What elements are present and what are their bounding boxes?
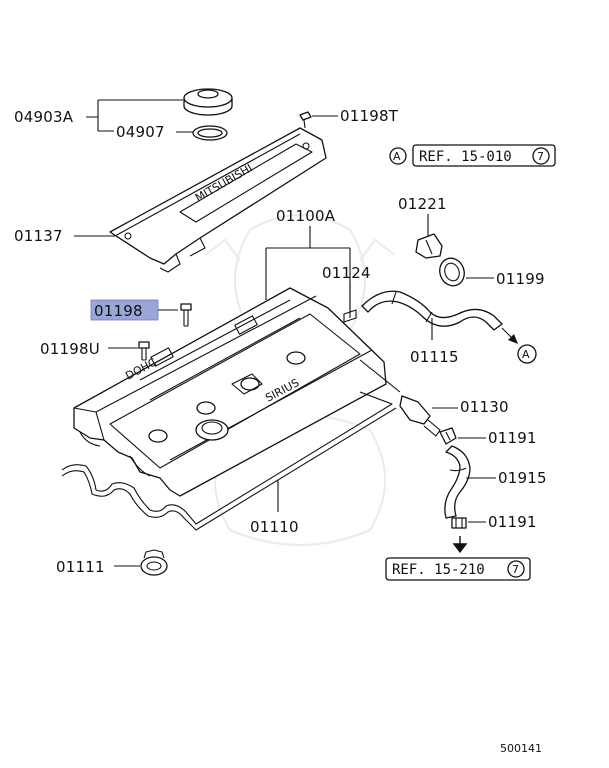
part-label-01191-upper[interactable]: 01191 <box>488 429 537 447</box>
part-label-01198[interactable]: 01198 <box>94 302 143 320</box>
stud <box>343 309 357 323</box>
spark-plug-seal <box>140 549 168 576</box>
pcv-hose <box>444 445 471 519</box>
cover-screw-top <box>299 111 312 129</box>
valve-cover: DOHC SIRIUS <box>73 287 387 497</box>
reference-number-top: 7 <box>537 150 544 163</box>
part-label-01915[interactable]: 01915 <box>498 469 547 487</box>
engine-top-cover: MITSUBISHI <box>109 127 327 273</box>
valve-cover-gasket <box>61 391 397 531</box>
leader-01100A <box>265 226 351 318</box>
part-label-01130[interactable]: 01130 <box>460 398 509 416</box>
leader-04903A <box>86 99 183 132</box>
hose-marker-circle[interactable] <box>517 344 537 364</box>
part-label-01191-lower[interactable]: 01191 <box>488 513 537 531</box>
part-label-01115[interactable]: 01115 <box>410 348 459 366</box>
ventilation-hose <box>361 290 503 331</box>
part-label-04903A[interactable]: 04903A <box>14 108 74 126</box>
reference-number-bottom: 7 <box>512 563 519 576</box>
part-label-01198U[interactable]: 01198U <box>40 340 100 358</box>
pcv-valve <box>399 395 441 437</box>
hose-marker-text: A <box>522 348 530 361</box>
pcv-pointer <box>359 359 401 393</box>
hose-clamp-ring <box>439 257 465 287</box>
reference-text-bottom: REF. 15-210 <box>392 562 485 578</box>
reference-bottom[interactable]: REF. 15-210 7 <box>385 557 531 581</box>
part-label-01111[interactable]: 01111 <box>56 558 105 576</box>
filler-cap-gasket <box>192 125 228 141</box>
cover-bolt <box>180 303 192 327</box>
hose-clip-lower <box>451 517 467 529</box>
part-label-01198T[interactable]: 01198T <box>340 107 399 125</box>
reference-top[interactable]: A REF. 15-010 7 <box>389 144 556 167</box>
part-label-01199[interactable]: 01199 <box>496 270 545 288</box>
oil-filler-cap <box>183 88 233 116</box>
part-label-04907[interactable]: 04907 <box>116 123 165 141</box>
hose-arrow-head <box>508 334 518 344</box>
figure-number: 500141 <box>500 742 542 755</box>
part-label-01100A[interactable]: 01100A <box>276 207 336 225</box>
part-label-01221[interactable]: 01221 <box>398 195 447 213</box>
part-label-01110[interactable]: 01110 <box>250 518 299 536</box>
part-label-01137[interactable]: 01137 <box>14 227 63 245</box>
ref-bottom-arrow <box>452 536 468 554</box>
reference-marker-a: A <box>393 150 401 163</box>
hose-clip-upper <box>439 427 457 445</box>
reference-text-top: REF. 15-010 <box>419 149 512 165</box>
part-label-01124[interactable]: 01124 <box>322 264 371 282</box>
cover-bolt-lower <box>138 341 150 361</box>
hose-grommet <box>415 233 443 259</box>
